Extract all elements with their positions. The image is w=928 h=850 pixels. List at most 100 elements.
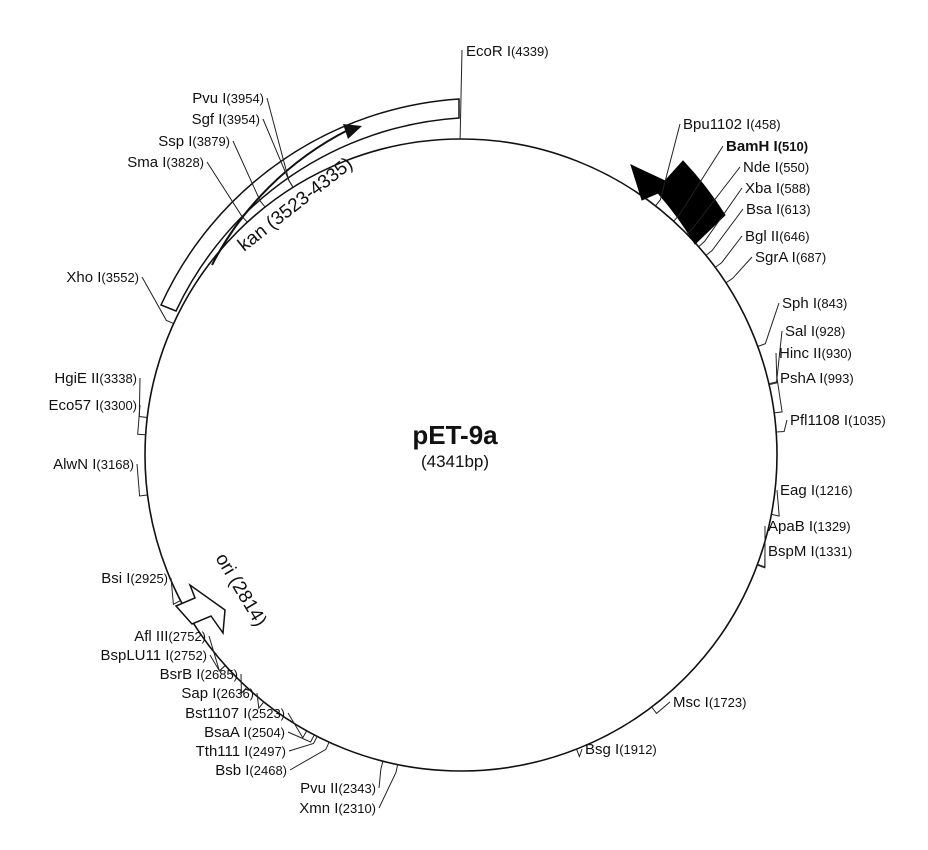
restriction-site-label: Xmn I(2310) <box>299 800 376 817</box>
site-position: (2504) <box>247 725 285 740</box>
site-name: Xmn I <box>299 800 338 817</box>
restriction-site-label: ApaB I(1329) <box>768 518 851 535</box>
site-tick-4 <box>698 187 743 248</box>
site-position: (3954) <box>222 112 260 127</box>
restriction-site-label: Sap I(2636) <box>181 685 254 702</box>
site-position: (1216) <box>815 483 853 498</box>
site-name: BsaA I <box>204 724 247 741</box>
restriction-site-label: Eag I(1216) <box>780 482 853 499</box>
t7-filled-arrow <box>630 160 726 245</box>
site-position: (1723) <box>709 695 747 710</box>
site-tick-21 <box>288 736 318 752</box>
site-tick-30 <box>137 404 146 436</box>
site-name: SgrA I <box>755 249 796 266</box>
site-tick-28 <box>170 577 181 606</box>
restriction-site-label: Ssp I(3879) <box>158 133 230 150</box>
restriction-site-label: Pfl1108 I(1035) <box>790 412 886 429</box>
site-name: Eco57 I <box>49 397 100 414</box>
plasmid-size: (4341bp) <box>421 452 489 471</box>
site-position: (2497) <box>248 744 286 759</box>
site-position: (928) <box>815 324 845 339</box>
restriction-site-label: Sal I(928) <box>785 323 845 340</box>
ori-open-arrow <box>174 582 226 636</box>
site-position: (1331) <box>815 544 853 559</box>
restriction-site-label: Bsi I(2925) <box>101 570 168 587</box>
restriction-site-label: Nde I(550) <box>743 159 809 176</box>
site-position: (993) <box>823 371 853 386</box>
site-position: (2343) <box>338 781 376 796</box>
site-tick-12 <box>776 419 788 433</box>
restriction-site-label: Xho I(3552) <box>66 269 139 286</box>
site-name: Xho I <box>66 269 101 286</box>
site-tick-6 <box>715 235 743 268</box>
site-tick-27 <box>208 635 226 672</box>
site-name: Eag I <box>780 482 815 499</box>
restriction-site-label: Sma I(3828) <box>127 154 204 171</box>
site-position: (510) <box>778 139 808 154</box>
site-tick-17 <box>576 748 583 759</box>
site-position: (1329) <box>813 519 851 534</box>
site-position: (3338) <box>99 371 137 386</box>
site-position: (1912) <box>619 742 657 757</box>
site-name: HgiE II <box>54 370 99 387</box>
restriction-site-label: Bpu1102 I(458) <box>683 116 781 133</box>
site-position: (3300) <box>99 398 137 413</box>
site-position: (3954) <box>226 91 264 106</box>
site-position: (646) <box>779 229 809 244</box>
site-position: (458) <box>750 117 780 132</box>
site-tick-13 <box>771 489 780 517</box>
site-tick-7 <box>725 256 753 284</box>
restriction-site-label: Tth111 I(2497) <box>196 743 286 760</box>
restriction-site-label: BsrB I(2685) <box>160 666 238 683</box>
restriction-site-label: SgrA I(687) <box>755 249 826 266</box>
site-name: Afl III <box>134 628 168 645</box>
site-name: Sma I <box>127 154 166 171</box>
site-name: Bsa I <box>746 201 780 218</box>
plasmid-backbone <box>144 138 778 772</box>
restriction-site-label: Eco57 I(3300) <box>49 397 137 414</box>
site-name: BspM I <box>768 543 815 560</box>
site-tick-0 <box>459 49 463 140</box>
restriction-site-label: Xba I(588) <box>745 180 810 197</box>
restriction-site-label: AlwN I(3168) <box>53 456 134 473</box>
site-tick-29 <box>136 463 148 497</box>
site-name: ApaB I <box>768 518 813 535</box>
restriction-site-label: Pvu I(3954) <box>192 90 264 107</box>
site-tick-24 <box>256 692 265 710</box>
site-position: (550) <box>779 160 809 175</box>
restriction-site-label: EcoR I(4339) <box>466 43 549 60</box>
site-name: Bsi I <box>101 570 130 587</box>
site-tick-16 <box>651 701 671 715</box>
site-name: Msc I <box>673 694 709 711</box>
restriction-site-label: Pvu II(2343) <box>300 780 376 797</box>
kan-gene-box <box>159 98 460 312</box>
site-name: EcoR I <box>466 43 511 60</box>
restriction-site-label: Sph I(843) <box>782 295 847 312</box>
site-name: Pfl1108 I <box>790 412 848 429</box>
site-name: Tth111 I <box>196 743 249 760</box>
restriction-site-label: BsaA I(2504) <box>204 724 285 741</box>
site-position: (930) <box>822 346 852 361</box>
site-position: (2636) <box>216 686 254 701</box>
restriction-site-label: Bgl II(646) <box>745 228 810 245</box>
site-position: (2685) <box>200 667 238 682</box>
site-position: (3168) <box>96 457 134 472</box>
site-name: Sal I <box>785 323 815 340</box>
site-position: (2310) <box>338 801 376 816</box>
site-tick-25 <box>240 673 248 695</box>
site-position: (1035) <box>848 413 886 428</box>
site-position: (843) <box>817 296 847 311</box>
site-tick-15 <box>757 550 766 569</box>
site-position: (687) <box>796 250 826 265</box>
site-position: (2468) <box>249 763 287 778</box>
site-name: BsrB I <box>160 666 201 683</box>
restriction-site-labels: EcoR I(4339)Bpu1102 I(458)BamH I(510)Nde… <box>49 43 886 817</box>
kan-direction-arrow <box>211 129 349 266</box>
restriction-site-label: BspLU11 I(2752) <box>100 647 207 664</box>
restriction-site-label: Afl III(2752) <box>134 628 206 645</box>
site-name: BspLU11 I <box>100 647 169 664</box>
site-name: Sap I <box>181 685 216 702</box>
site-name: Bgl II <box>745 228 779 245</box>
site-name: Ssp I <box>158 133 192 150</box>
